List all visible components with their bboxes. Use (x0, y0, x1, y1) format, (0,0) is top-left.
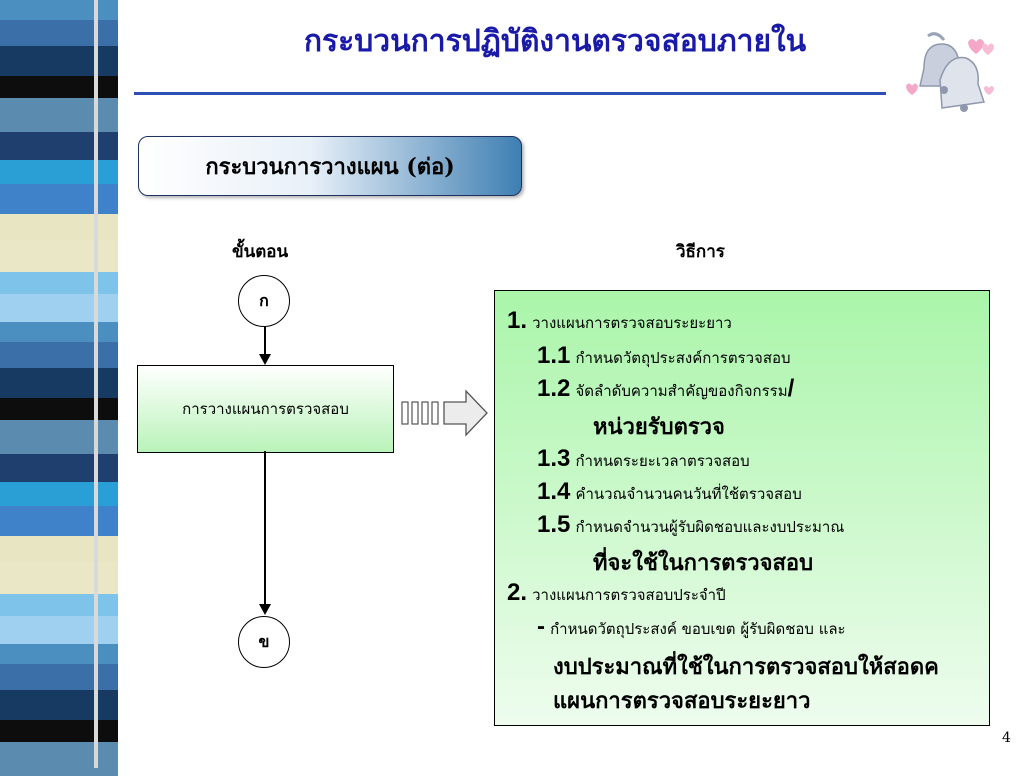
heart-icon (906, 39, 994, 95)
item-number: 1.5 (537, 511, 571, 538)
item-number: 1. (507, 307, 528, 334)
steps-column-header: ขั้นตอน (232, 242, 289, 262)
stripe-band (0, 690, 118, 720)
item-text: กำหนดจำนวนผู้รับผิดชอบและงบประมาณ (575, 518, 845, 536)
bell-icon (919, 32, 985, 112)
dash-mark: - (537, 613, 545, 640)
stripe-band (0, 294, 118, 322)
item-text: จัดลำดับความสำคัญของกิจกรรม (575, 382, 788, 400)
stripe-edge (94, 0, 98, 768)
stripe-band (0, 536, 118, 562)
stripe-band (0, 322, 118, 342)
wedding-bells-icon (906, 32, 994, 112)
stripe-band (0, 160, 118, 184)
stripe-band (0, 240, 118, 272)
method-item-1-3: 1.3 กำหนดระยะเวลาตรวจสอบ (537, 445, 750, 473)
stripe-band (0, 132, 118, 160)
step-label: การวางแผนการตรวจสอบ (182, 400, 349, 418)
stripe-band (0, 664, 118, 690)
stripe-band (0, 46, 118, 76)
connector-line-bottom (264, 451, 266, 609)
item-text: กำหนดวัตถุประสงค์การตรวจสอบ (575, 349, 791, 367)
stripe-band (0, 368, 118, 398)
stripe-band (0, 76, 118, 98)
item-number: 1.4 (537, 478, 571, 505)
stripe-band (0, 98, 118, 132)
stripe-band (0, 720, 118, 742)
slash-mark: / (787, 375, 795, 402)
method-item-1-5: 1.5 กำหนดจำนวนผู้รับผิดชอบและงบประมาณ (537, 511, 844, 539)
start-node-label: ก (259, 290, 269, 310)
stripe-band (0, 342, 118, 368)
method-item-1-2: 1.2 จัดลำดับความสำคัญของกิจกรรม/ (537, 375, 794, 403)
stripe-band (0, 454, 118, 482)
item-text: วางแผนการตรวจสอบประจำปี (532, 586, 726, 604)
method-item-2: 2. วางแผนการตรวจสอบประจำปี (507, 579, 726, 607)
item-number: 1.3 (537, 445, 571, 472)
slide-title: กระบวนการปฏิบัติงานตรวจสอบภายใน (303, 24, 807, 59)
stripe-band (0, 272, 118, 294)
method-item-1-4: 1.4 คำนวณจำนวนคนวันที่ใช้ตรวจสอบ (537, 478, 802, 506)
stripe-band (0, 398, 118, 420)
item-text: กำหนดระยะเวลาตรวจสอบ (575, 452, 750, 470)
stripe-band (0, 20, 118, 46)
method-item-1: 1. วางแผนการตรวจสอบระยะยาว (507, 307, 732, 335)
section-label: กระบวนการวางแผน (ต่อ) (205, 153, 455, 180)
method-item-2-cont-2: แผนการตรวจสอบระยะยาว (553, 688, 811, 713)
item-number: 2. (507, 579, 528, 606)
decorative-stripe-bar (0, 0, 118, 776)
stripe-band (0, 562, 118, 594)
methods-box: 1. วางแผนการตรวจสอบระยะยาว 1.1 กำหนดวัตถ… (494, 290, 990, 726)
stripe-band (0, 420, 118, 454)
item-number: 1.2 (537, 375, 571, 402)
stripe-band (0, 644, 118, 664)
method-item-2-detail: - กำหนดวัตถุประสงค์ ขอบเขต ผู้รับผิดชอบ … (537, 613, 846, 641)
method-item-1-1: 1.1 กำหนดวัตถุประสงค์การตรวจสอบ (537, 342, 791, 370)
step-box-planning: การวางแผนการตรวจสอบ (137, 365, 394, 453)
end-node-label: ข (258, 631, 270, 651)
stripe-band (0, 0, 118, 20)
method-item-2-cont-1: งบประมาณที่ใช้ในการตรวจสอบให้สอดค (553, 654, 939, 679)
stripe-band (0, 506, 118, 536)
method-item-1-5-cont: ที่จะใช้ในการตรวจสอบ (593, 550, 814, 575)
end-connector-node: ข (238, 616, 290, 668)
stripe-band (0, 214, 118, 240)
start-connector-node: ก (238, 275, 290, 327)
section-label-box: กระบวนการวางแผน (ต่อ) (138, 136, 522, 196)
stripe-band (0, 482, 118, 506)
stripe-band (0, 184, 118, 214)
arrowhead-down-icon (259, 354, 271, 365)
item-text: คำนวณจำนวนคนวันที่ใช้ตรวจสอบ (575, 485, 802, 503)
page-number: 4 (1002, 730, 1011, 746)
arrowhead-down-icon (259, 604, 271, 615)
stripe-band (0, 742, 118, 776)
item-number: 1.1 (537, 342, 571, 369)
item-text: กำหนดวัตถุประสงค์ ขอบเขต ผู้รับผิดชอบ แล… (550, 620, 846, 638)
item-text: วางแผนการตรวจสอบระยะยาว (532, 314, 732, 332)
stripe-band (0, 616, 118, 644)
stripe-band (0, 594, 118, 616)
title-underline (134, 92, 886, 95)
connector-line-top (264, 326, 266, 358)
striped-block-arrow-icon (401, 389, 488, 437)
method-column-header: วิธีการ (676, 242, 725, 262)
method-item-1-2-cont: หน่วยรับตรวจ (593, 414, 725, 439)
